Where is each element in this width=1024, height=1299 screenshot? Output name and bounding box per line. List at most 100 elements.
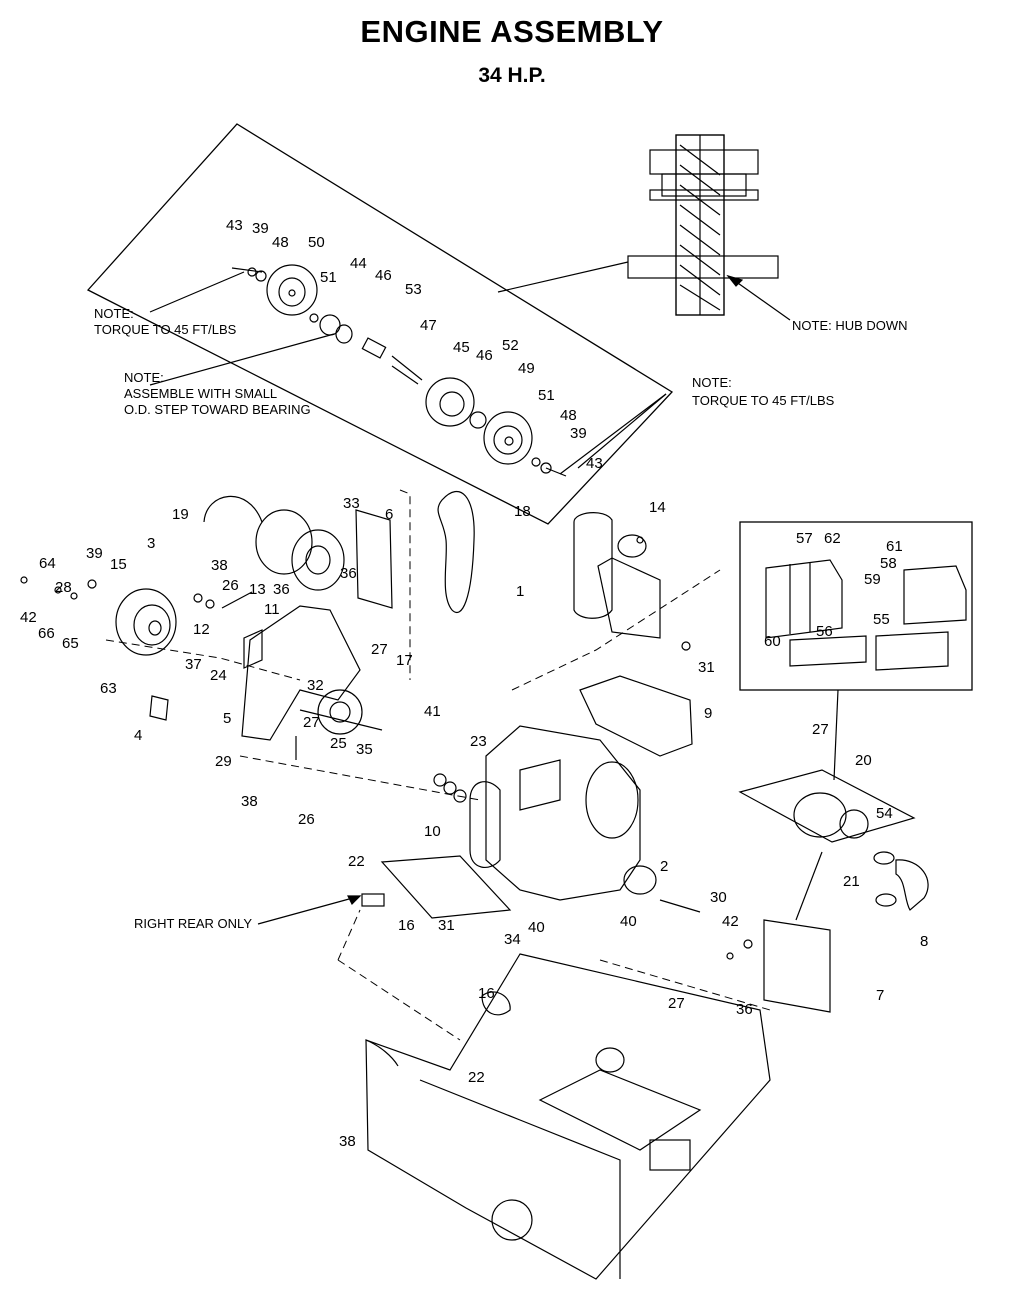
callout-number: 43 bbox=[586, 455, 603, 472]
callout-number: 6 bbox=[385, 506, 393, 523]
callout-number: 27 bbox=[668, 995, 685, 1012]
callout-number: 51 bbox=[320, 269, 337, 286]
callout-number: 46 bbox=[375, 267, 392, 284]
callout-number: 39 bbox=[86, 545, 103, 562]
callout-number: 56 bbox=[816, 623, 833, 640]
callout-number: 12 bbox=[193, 621, 210, 638]
page-subtitle: 34 H.P. bbox=[478, 64, 546, 87]
note-assemble-step: O.D. STEP TOWARD BEARING bbox=[124, 402, 311, 417]
callout-number: 20 bbox=[855, 752, 872, 769]
callout-number: 51 bbox=[538, 387, 555, 404]
callout-number: 52 bbox=[502, 337, 519, 354]
callout-number: 16 bbox=[478, 985, 495, 1002]
note-torque-right: TORQUE TO 45 FT/LBS bbox=[692, 393, 835, 408]
callout-number: 39 bbox=[570, 425, 587, 442]
callout-number: 53 bbox=[405, 281, 422, 298]
callout-number: 39 bbox=[252, 220, 269, 237]
callout-number: 57 bbox=[796, 530, 813, 547]
callout-number: 23 bbox=[470, 733, 487, 750]
callout-number: 61 bbox=[886, 538, 903, 555]
callout-number: 64 bbox=[39, 555, 56, 572]
callout-number: 63 bbox=[100, 680, 117, 697]
note-torque-left: NOTE: bbox=[94, 306, 134, 321]
note-right-rear-only: RIGHT REAR ONLY bbox=[134, 916, 252, 931]
callout-number: 40 bbox=[620, 913, 637, 930]
page-title: ENGINE ASSEMBLY bbox=[360, 14, 664, 49]
callout-number: 22 bbox=[468, 1069, 485, 1086]
callout-number: 3 bbox=[147, 535, 155, 552]
callout-number: 58 bbox=[880, 555, 897, 572]
callout-number: 26 bbox=[222, 577, 239, 594]
callout-number: 31 bbox=[438, 917, 455, 934]
hub-cross-section bbox=[497, 134, 791, 321]
callout-number: 24 bbox=[210, 667, 227, 684]
callout-number: 8 bbox=[920, 933, 928, 950]
callout-number: 9 bbox=[704, 705, 712, 722]
callout-number: 41 bbox=[424, 703, 441, 720]
callout-number: 7 bbox=[876, 987, 884, 1004]
callout-number: 50 bbox=[308, 234, 325, 251]
callout-number: 40 bbox=[528, 919, 545, 936]
callout-number: 11 bbox=[264, 601, 280, 618]
callout-number: 15 bbox=[110, 556, 127, 573]
frame-chassis bbox=[365, 953, 771, 1280]
callout-number: 31 bbox=[698, 659, 715, 676]
callout-number: 30 bbox=[710, 889, 727, 906]
note-hub-down: NOTE: HUB DOWN bbox=[792, 318, 908, 333]
callout-number: 1 bbox=[516, 583, 524, 600]
callout-number: 19 bbox=[172, 506, 189, 523]
callout-number: 62 bbox=[824, 530, 841, 547]
callout-number: 44 bbox=[350, 255, 367, 272]
callout-number: 13 bbox=[249, 581, 266, 598]
callout-number: 48 bbox=[560, 407, 577, 424]
callout-number: 25 bbox=[330, 735, 347, 752]
callout-number: 5 bbox=[223, 710, 231, 727]
air-cleaner-inset bbox=[739, 521, 973, 781]
dashed-assembly-lines bbox=[105, 489, 771, 1041]
callout-number: 35 bbox=[356, 741, 373, 758]
callout-number: 10 bbox=[424, 823, 441, 840]
callout-number: 38 bbox=[339, 1133, 356, 1150]
callout-number: 36 bbox=[340, 565, 357, 582]
callout-number: 48 bbox=[272, 234, 289, 251]
note-torque-left: TORQUE TO 45 FT/LBS bbox=[94, 322, 237, 337]
engine-mounts bbox=[361, 855, 831, 1013]
callout-number: 18 bbox=[514, 503, 531, 520]
callout-number: 37 bbox=[185, 656, 202, 673]
callout-number: 60 bbox=[764, 633, 781, 650]
callout-number: 26 bbox=[298, 811, 315, 828]
callout-number: 21 bbox=[843, 873, 860, 890]
air-cleaner-assembly bbox=[738, 769, 929, 921]
callout-number: 22 bbox=[348, 853, 365, 870]
callout-number: 29 bbox=[215, 753, 232, 770]
callout-number: 42 bbox=[722, 913, 739, 930]
callout-number: 27 bbox=[303, 714, 320, 731]
callout-number: 59 bbox=[864, 571, 881, 588]
callout-number: 45 bbox=[453, 339, 470, 356]
callout-number: 2 bbox=[660, 858, 668, 875]
callout-number: 17 bbox=[396, 652, 413, 669]
callout-number: 54 bbox=[876, 805, 893, 822]
note-assemble-step: ASSEMBLE WITH SMALL bbox=[124, 386, 277, 401]
clutch-and-belt-assembly bbox=[20, 490, 475, 760]
engine-block bbox=[433, 725, 701, 913]
callout-number: 36 bbox=[273, 581, 290, 598]
callout-number: 14 bbox=[649, 499, 666, 516]
callout-number: 33 bbox=[343, 495, 360, 512]
callout-number: 16 bbox=[398, 917, 415, 934]
callout-number: 47 bbox=[420, 317, 437, 334]
callout-number: 36 bbox=[736, 1001, 753, 1018]
note-assemble-step: NOTE: bbox=[124, 370, 164, 385]
pulley-detail-panel bbox=[86, 123, 674, 525]
callout-number: 49 bbox=[518, 360, 535, 377]
note-torque-right: NOTE: bbox=[692, 375, 732, 390]
callout-number: 27 bbox=[371, 641, 388, 658]
callout-number: 46 bbox=[476, 347, 493, 364]
detail-pulley-parts bbox=[231, 264, 567, 477]
callout-number: 55 bbox=[873, 611, 890, 628]
note-leader-lines bbox=[149, 271, 667, 925]
callout-number: 32 bbox=[307, 677, 324, 694]
callout-number: 28 bbox=[55, 579, 72, 596]
